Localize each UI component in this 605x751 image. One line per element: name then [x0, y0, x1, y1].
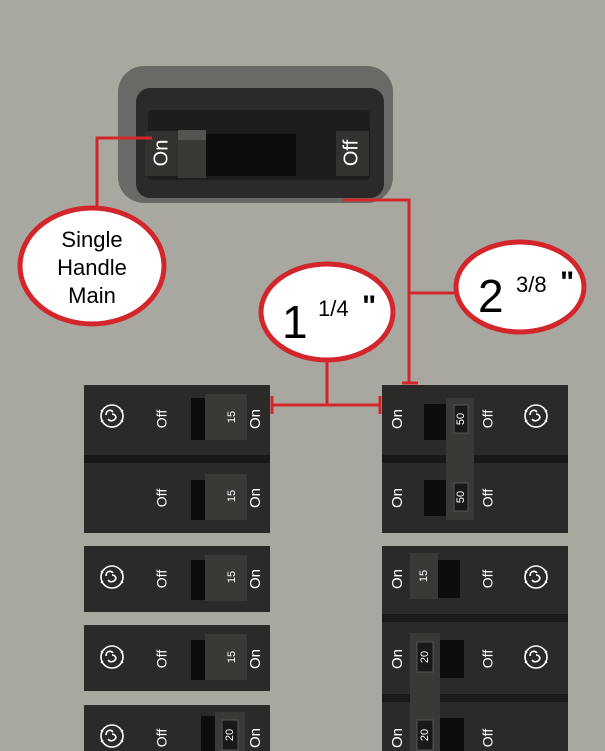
- breaker-amp-label: 15: [226, 490, 238, 502]
- breaker-off-label: Off: [154, 410, 170, 429]
- breaker-on-label: On: [389, 569, 406, 589]
- left-block-seam: [84, 455, 270, 463]
- height-whole: 2: [478, 270, 504, 322]
- breaker-slot: [440, 640, 464, 678]
- breaker-off-label: Off: [480, 489, 496, 508]
- height-inch-mark: ": [560, 266, 574, 299]
- height-callout-bubble: [453, 239, 587, 335]
- breaker-on-label: On: [389, 488, 406, 508]
- height-callout: 2 3/8 ": [453, 239, 587, 335]
- breaker-amp-label: 15: [418, 570, 430, 582]
- breaker-slot: [191, 480, 205, 520]
- right-breaker-3: On 15 Off: [389, 553, 548, 599]
- breaker-amp-label: 15: [226, 411, 238, 423]
- breaker-off-label: Off: [480, 650, 496, 669]
- breaker-slot: [440, 718, 464, 751]
- left-breaker-column: Off 15 On Off 15 On Off 15 On Off: [84, 385, 270, 751]
- main-handle-top: [178, 130, 206, 140]
- breaker-amp-label: 20: [419, 651, 431, 663]
- breaker-slot: [191, 398, 205, 440]
- breaker-on-label: On: [389, 649, 406, 669]
- right-block-seam: [382, 455, 568, 463]
- main-on-label: On: [150, 140, 172, 167]
- right-breaker-1: On 50 Off: [389, 404, 548, 429]
- breaker-slot: [191, 640, 205, 680]
- breaker-off-label: Off: [480, 570, 496, 589]
- breaker-slot: [438, 560, 460, 598]
- breaker-off-label: Off: [154, 729, 170, 748]
- breaker-on-label: On: [247, 409, 264, 429]
- callout-line-1: Single: [61, 227, 122, 252]
- right-lower-seam-1: [382, 614, 568, 622]
- breaker-amp-label: 20: [224, 729, 236, 741]
- right-breaker-5: On 20 Off: [389, 718, 496, 751]
- breaker-amp-label: 50: [455, 413, 467, 425]
- left-breaker-4: Off 15 On: [84, 625, 270, 691]
- callout-line-3: Main: [68, 283, 116, 308]
- breaker-handle[interactable]: [205, 634, 247, 680]
- breaker-off-label: Off: [154, 650, 170, 669]
- left-breaker-1: Off 15 On: [100, 394, 264, 440]
- breaker-amp-label: 50: [455, 491, 467, 503]
- callout-line-2: Handle: [57, 255, 127, 280]
- breaker-amp-label: 20: [419, 729, 431, 741]
- right-breaker-column: On 50 Off On 50 Off On 15 Off On 20 Off: [382, 385, 568, 751]
- breaker-off-label: Off: [154, 570, 170, 589]
- breaker-amp-label: 15: [226, 571, 238, 583]
- breaker-on-label: On: [247, 728, 264, 748]
- breaker-amp-window: [453, 404, 469, 434]
- main-handle-slot: [206, 134, 296, 176]
- right-breaker-2: On 50 Off: [389, 488, 496, 508]
- breaker-handle[interactable]: [205, 394, 247, 440]
- main-breaker: On Off: [118, 66, 393, 203]
- breaker-handle[interactable]: [205, 555, 247, 601]
- width-whole: 1: [282, 296, 308, 348]
- breaker-handle[interactable]: [410, 553, 438, 599]
- breaker-slot: [424, 480, 446, 516]
- callout-lines: [95, 136, 457, 414]
- right-breaker-4: On 20 Off: [389, 640, 548, 678]
- width-callout: 1 1/4 ": [258, 261, 396, 363]
- breaker-on-label: On: [247, 569, 264, 589]
- breaker-off-label: Off: [480, 729, 496, 748]
- breaker-amp-window: [221, 719, 239, 751]
- height-callout-line: [343, 198, 411, 383]
- breaker-slot: [191, 560, 205, 600]
- breaker-amp-window: [416, 719, 434, 751]
- left-breaker-5: Off 20 On: [84, 705, 270, 751]
- single-handle-main-bubble: [17, 205, 167, 327]
- breaker-off-label: Off: [154, 489, 170, 508]
- breaker-amp-window: [416, 641, 434, 673]
- breaker-amp-label: 15: [226, 651, 238, 663]
- right-lower-seam-2: [382, 694, 568, 702]
- breaker-on-label: On: [247, 488, 264, 508]
- left-breaker-2: Off 15 On: [154, 474, 264, 520]
- breaker-on-label: On: [247, 649, 264, 669]
- breaker-on-label: On: [389, 728, 406, 748]
- breaker-off-label: Off: [480, 410, 496, 429]
- width-inch-mark: ": [362, 290, 376, 323]
- breaker-slot: [424, 404, 446, 440]
- height-fraction: 3/8: [516, 272, 547, 297]
- single-handle-main-callout: Single Handle Main: [17, 205, 167, 327]
- main-breaker-off-plate: [336, 131, 369, 176]
- breaker-amp-window: [453, 482, 469, 512]
- width-callout-bubble: [258, 261, 396, 363]
- main-callout-line: [95, 136, 152, 225]
- left-breaker-3: Off 15 On: [84, 546, 270, 612]
- width-fraction: 1/4: [318, 296, 349, 321]
- main-off-label: Off: [340, 139, 362, 166]
- breaker-handle[interactable]: [205, 474, 247, 520]
- breaker-slot: [201, 716, 215, 751]
- breaker-on-label: On: [389, 409, 406, 429]
